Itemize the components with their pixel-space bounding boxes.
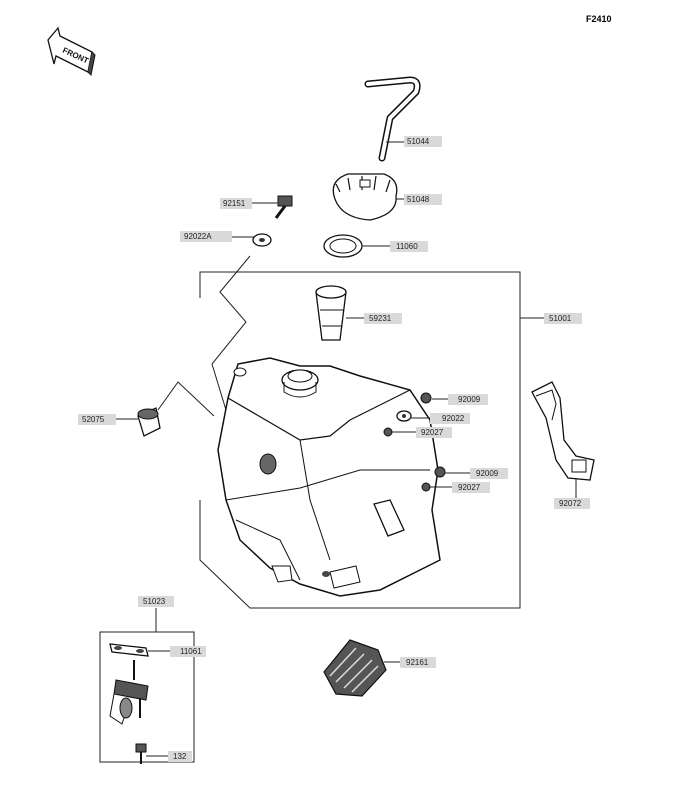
part-label-132: 132	[168, 751, 192, 762]
breather-hose-icon	[364, 76, 421, 162]
svg-text:92022A: 92022A	[184, 232, 212, 241]
part-label-92151: 92151	[220, 198, 252, 209]
svg-text:51044: 51044	[407, 137, 430, 146]
svg-text:132: 132	[173, 752, 187, 761]
part-label-11060: 11060	[390, 241, 428, 252]
part-label-92027-lower: 92027	[452, 482, 490, 493]
part-label-11061: 11061	[170, 646, 206, 657]
part-label-92009-upper: 92009	[448, 394, 488, 405]
svg-text:52075: 52075	[82, 415, 105, 424]
part-label-92072: 92072	[554, 498, 590, 509]
screw-icon	[135, 743, 147, 764]
rubber-strap-icon	[531, 381, 595, 481]
svg-text:11060: 11060	[396, 242, 418, 251]
washer-icon	[252, 233, 272, 247]
fuel-cap-icon	[332, 173, 398, 221]
svg-text:51023: 51023	[143, 597, 166, 606]
part-label-51023: 51023	[138, 596, 174, 607]
fuel-cock-icon	[109, 643, 149, 725]
bolt-icon	[274, 195, 293, 219]
svg-text:92027: 92027	[458, 483, 481, 492]
svg-text:51001: 51001	[549, 314, 572, 323]
part-label-92161: 92161	[400, 657, 436, 668]
svg-text:92022: 92022	[442, 414, 465, 423]
svg-text:92072: 92072	[559, 499, 582, 508]
part-label-92009-lower: 92009	[470, 468, 508, 479]
svg-text:92027: 92027	[421, 428, 444, 437]
part-label-51048: 51048	[404, 194, 442, 205]
svg-text:92161: 92161	[406, 658, 429, 667]
front-arrow-icon: FRONT	[47, 26, 96, 77]
part-label-52075: 52075	[78, 414, 116, 425]
fuel-tank-icon	[217, 357, 441, 597]
svg-text:11061: 11061	[180, 647, 202, 656]
part-label-51001: 51001	[544, 313, 582, 324]
diagram-code: F2410	[586, 14, 612, 24]
part-label-92022A: 92022A	[180, 231, 232, 242]
part-label-59231: 59231	[364, 313, 402, 324]
part-label-51044: 51044	[404, 136, 442, 147]
rubber-pad-icon	[323, 639, 387, 697]
svg-text:51048: 51048	[407, 195, 430, 204]
nut-icon	[383, 392, 446, 492]
svg-text:92151: 92151	[223, 199, 246, 208]
svg-text:92009: 92009	[476, 469, 499, 478]
part-label-92027-upper: 92027	[416, 427, 452, 438]
svg-text:59231: 59231	[369, 314, 392, 323]
gasket-ring-icon	[323, 234, 363, 258]
grommet-icon	[137, 407, 161, 437]
part-label-92022: 92022	[430, 413, 470, 424]
svg-text:92009: 92009	[458, 395, 481, 404]
fuel-filter-icon	[315, 285, 347, 341]
